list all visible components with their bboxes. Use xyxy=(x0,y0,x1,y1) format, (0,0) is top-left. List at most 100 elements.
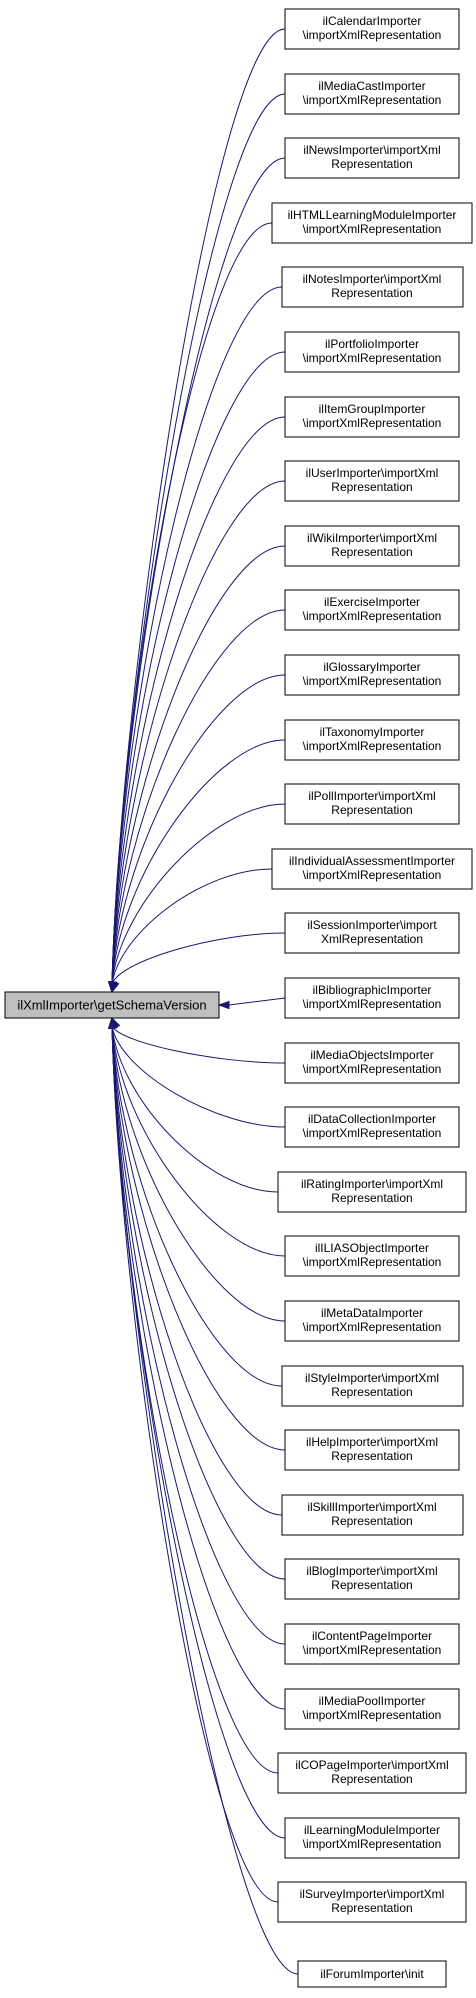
root-node-box xyxy=(4,991,220,1019)
call-edge xyxy=(111,222,273,985)
caller-node-label: \importXmlRepresentation xyxy=(303,1062,442,1076)
call-edge xyxy=(111,1025,286,1645)
caller-node-box xyxy=(284,8,460,50)
call-edge xyxy=(111,416,286,985)
caller-node-box xyxy=(284,1042,460,1084)
caller-node[interactable]: ilExerciseImporter\importXmlRepresentati… xyxy=(284,589,460,631)
caller-node-label: Representation xyxy=(331,1772,412,1786)
caller-node-label: \importXmlRepresentation xyxy=(303,1126,442,1140)
caller-node-box xyxy=(284,1300,460,1342)
caller-node-box xyxy=(284,1106,460,1148)
caller-node[interactable]: ilCalendarImporter\importXmlRepresentati… xyxy=(284,8,460,50)
caller-node[interactable]: ilHTMLLearningModuleImporter\importXmlRe… xyxy=(271,202,473,244)
call-edge xyxy=(111,480,286,985)
caller-node-box xyxy=(284,1623,460,1665)
caller-node-box xyxy=(284,1558,460,1600)
caller-node-label: ilPortfolioImporter xyxy=(325,337,419,351)
call-edge xyxy=(111,609,286,985)
call-edge xyxy=(111,1025,286,1257)
caller-node-label: Representation xyxy=(331,1191,412,1205)
caller-node-box xyxy=(281,1494,464,1536)
caller-node[interactable]: ilPortfolioImporter\importXmlRepresentat… xyxy=(284,331,460,373)
caller-node-box xyxy=(284,331,460,373)
caller-node-label: \importXmlRepresentation xyxy=(303,416,442,430)
caller-node-label: ilRatingImporter\importXml xyxy=(301,1177,443,1191)
caller-node-label: \importXmlRepresentation xyxy=(303,739,442,753)
caller-node-box xyxy=(284,1688,460,1730)
caller-node-label: Representation xyxy=(331,545,412,559)
caller-node[interactable]: ilForumImporter\init xyxy=(297,1960,447,1988)
call-edge xyxy=(111,1025,286,1322)
caller-node[interactable]: ilWikiImporter\importXmlRepresentation xyxy=(284,525,460,567)
caller-node[interactable]: ilNewsImporter\importXmlRepresentation xyxy=(284,137,460,179)
caller-node-label: Representation xyxy=(331,1449,412,1463)
root-node-label: ilXmlImporter\getSchemaVersion xyxy=(17,998,206,1013)
caller-node-label: ilCOPageImporter\importXml xyxy=(295,1758,448,1772)
caller-node[interactable]: ilSurveyImporter\importXmlRepresentation xyxy=(277,1881,467,1923)
caller-node-label: ilBlogImporter\importXml xyxy=(306,1564,437,1578)
caller-node-label: \importXmlRepresentation xyxy=(303,351,442,365)
call-edge xyxy=(111,739,286,985)
nodes-layer: ilCalendarImporter \importXmlRepresentati… xyxy=(271,8,473,1988)
edge-arrowhead xyxy=(217,1000,230,1010)
caller-node-label: \importXmlRepresentation xyxy=(303,674,442,688)
caller-node[interactable]: ilCOPageImporter\importXmlRepresentation xyxy=(277,1752,467,1794)
caller-node-label: ilLearningModuleImporter xyxy=(304,1823,440,1837)
caller-node-label: \importXmlRepresentation xyxy=(303,868,442,882)
caller-node[interactable]: ilMetaDataImporter\importXmlRepresentati… xyxy=(284,1300,460,1342)
caller-node-label: \importXmlRepresentation xyxy=(303,609,442,623)
call-edge xyxy=(111,868,273,985)
caller-node[interactable]: ilBlogImporter\importXmlRepresentation xyxy=(284,1558,460,1600)
caller-node[interactable]: ilILIASObjectImporter\importXmlRepresent… xyxy=(284,1235,460,1277)
caller-node-label: \importXmlRepresentation xyxy=(303,1643,442,1657)
edge-arrowhead xyxy=(111,980,120,994)
caller-node[interactable]: ilMediaPoolImporter\importXmlRepresentat… xyxy=(284,1688,460,1730)
caller-node[interactable]: ilContentPageImporter\importXmlRepresent… xyxy=(284,1623,460,1665)
caller-node-label: ilNewsImporter\importXml xyxy=(303,143,440,157)
call-edge xyxy=(111,545,286,985)
caller-node-box xyxy=(277,1881,467,1923)
caller-node[interactable]: ilTaxonomyImporter\importXmlRepresentati… xyxy=(284,719,460,761)
caller-node[interactable]: ilPollImporter\importXmlRepresentation xyxy=(284,783,460,825)
caller-node-label: ilGlossaryImporter xyxy=(323,660,420,674)
caller-node-label: ilHelpImporter\importXml xyxy=(306,1435,438,1449)
caller-node[interactable]: ilBibliographicImporter\importXmlReprese… xyxy=(284,977,460,1019)
caller-node[interactable]: ilStyleImporter\importXmlRepresentation xyxy=(281,1365,464,1407)
caller-node-box xyxy=(284,137,460,179)
caller-node-box xyxy=(284,1429,460,1471)
caller-node[interactable]: ilLearningModuleImporter\importXmlRepres… xyxy=(284,1817,460,1859)
caller-node-label: ilIndividualAssessmentImporter xyxy=(289,854,455,868)
call-edge xyxy=(111,1025,279,1193)
call-edge xyxy=(111,286,283,985)
caller-node-box xyxy=(277,1752,467,1794)
caller-node-label: ilDataCollectionImporter xyxy=(308,1112,436,1126)
caller-node[interactable]: ilUserImporter\importXmlRepresentation xyxy=(284,460,460,502)
caller-node[interactable]: ilSessionImporter\importXmlRepresentatio… xyxy=(284,912,460,954)
caller-node[interactable]: ilNotesImporter\importXmlRepresentation xyxy=(281,266,464,308)
caller-node[interactable]: ilHelpImporter\importXmlRepresentation xyxy=(284,1429,460,1471)
caller-node-label: ilItemGroupImporter xyxy=(319,402,426,416)
call-edge xyxy=(111,351,286,985)
caller-node-box xyxy=(271,202,473,244)
caller-node[interactable]: ilIndividualAssessmentImporter\importXml… xyxy=(271,848,473,890)
caller-node-label: ilCalendarImporter xyxy=(323,14,422,28)
caller-node-label: \importXmlRepresentation xyxy=(303,1320,442,1334)
caller-node-label: Representation xyxy=(331,286,412,300)
caller-node-label: ilForumImporter\init xyxy=(320,1967,424,1981)
caller-node[interactable]: ilMediaObjectsImporter\importXmlRepresen… xyxy=(284,1042,460,1084)
call-edge xyxy=(111,674,286,985)
root-node[interactable]: ilXmlImporter\getSchemaVersion xyxy=(4,991,220,1019)
caller-node-label: Representation xyxy=(331,480,412,494)
caller-node-box xyxy=(284,589,460,631)
caller-node-label: \importXmlRepresentation xyxy=(303,1837,442,1851)
caller-node-label: ilMetaDataImporter xyxy=(321,1306,423,1320)
caller-node-box xyxy=(284,1235,460,1277)
caller-node-label: \importXmlRepresentation xyxy=(303,997,442,1011)
caller-node[interactable]: ilRatingImporter\importXmlRepresentation xyxy=(277,1171,467,1213)
caller-node[interactable]: ilSkillImporter\importXmlRepresentation xyxy=(281,1494,464,1536)
caller-node[interactable]: ilMediaCastImporter\importXmlRepresentat… xyxy=(284,73,460,115)
caller-node[interactable]: ilDataCollectionImporter\importXmlRepres… xyxy=(284,1106,460,1148)
caller-node[interactable]: ilItemGroupImporter\importXmlRepresentat… xyxy=(284,396,460,438)
caller-node-label: ilUserImporter\importXml xyxy=(306,466,439,480)
caller-node[interactable]: ilGlossaryImporter\importXmlRepresentati… xyxy=(284,654,460,696)
